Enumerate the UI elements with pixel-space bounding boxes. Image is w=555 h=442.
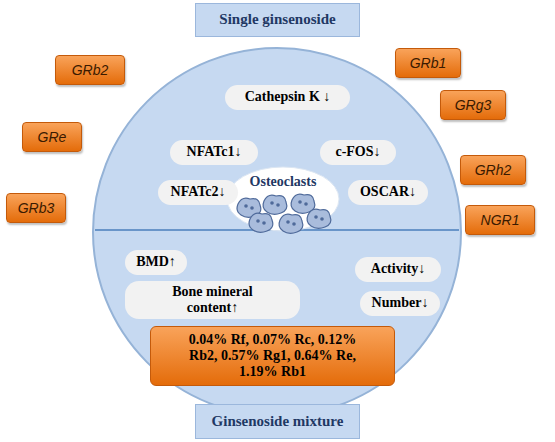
node-text: Ginsenoside mixture [212, 413, 344, 430]
node-text: GRe [38, 129, 67, 145]
node-text: GRb2 [72, 62, 109, 78]
osteoclast-cell [237, 198, 261, 217]
ellipse-shape [227, 167, 339, 231]
osteoclast-cell [279, 214, 303, 233]
node-text: GRh2 [475, 162, 512, 178]
cell-nucleus [262, 221, 266, 225]
ginsenoside-box: GRb2 [55, 55, 125, 85]
cell-nucleus [276, 203, 280, 207]
cell-nucleus [320, 217, 324, 221]
marker-pill: Cathepsin K ↓ [225, 85, 350, 110]
cell-nucleus [256, 219, 260, 223]
cell-nucleus [292, 222, 296, 226]
osteoclast-cell [291, 194, 315, 213]
node-text: c-FOS↓ [335, 144, 380, 160]
ginsenoside-box: GRg3 [440, 90, 506, 120]
ginsenoside-box: GRe [22, 122, 82, 152]
marker-pill: NFATc1↓ [170, 140, 258, 165]
effect-pill: Number↓ [360, 291, 440, 316]
effect-pill: BMD↑ [125, 250, 187, 275]
cell-nucleus [286, 220, 290, 224]
cell-nucleus [270, 201, 274, 205]
node-text: GRb3 [18, 200, 55, 216]
node-text: Cathepsin K ↓ [245, 89, 331, 105]
osteoclast-cell [249, 213, 273, 232]
node-text: Bone mineral content↑ [158, 284, 268, 316]
title-box: Ginsenoside mixture [195, 404, 360, 439]
node-text: OSCAR↓ [360, 184, 416, 200]
cell-nucleus [250, 206, 254, 210]
cell-nucleus [244, 204, 248, 208]
osteoclast-cell [307, 209, 331, 228]
marker-pill: OSCAR↓ [348, 180, 428, 205]
mixture-box: 0.04% Rf, 0.07% Rc, 0.12% Rb2, 0.57% Rg1… [150, 326, 395, 386]
node-text: Single ginsenoside [219, 11, 335, 28]
cell-nucleus [298, 200, 302, 204]
node-text: 0.04% Rf, 0.07% Rc, 0.12% Rb2, 0.57% Rg1… [183, 332, 363, 380]
main-circle [93, 48, 461, 416]
ginsenoside-box: GRh2 [460, 155, 526, 185]
osteoclast-ellipse: Osteoclasts [226, 166, 340, 232]
effect-pill: Bone mineral content↑ [125, 281, 300, 319]
node-text: Osteoclasts [250, 174, 317, 190]
node-text: NGR1 [481, 212, 520, 228]
marker-pill: c-FOS↓ [320, 140, 396, 165]
node-text: NFATc1↓ [187, 144, 242, 160]
effect-pill: Activity↓ [355, 257, 441, 282]
node-text: Number↓ [372, 295, 429, 311]
node-text: NFATc2↓ [171, 184, 226, 200]
cell-nucleus [314, 215, 318, 219]
ginsenoside-box: GRb3 [6, 193, 66, 223]
ginsenoside-box: NGR1 [465, 205, 535, 235]
marker-pill: NFATc2↓ [158, 180, 238, 205]
node-text: BMD↑ [136, 254, 176, 270]
title-box: Single ginsenoside [195, 3, 360, 37]
osteoclast-cell [263, 195, 287, 214]
cell-nucleus [304, 202, 308, 206]
ginsenoside-box: GRb1 [395, 48, 461, 78]
node-text: Activity↓ [371, 261, 425, 277]
node-text: GRg3 [455, 97, 492, 113]
node-text: GRb1 [410, 55, 447, 71]
